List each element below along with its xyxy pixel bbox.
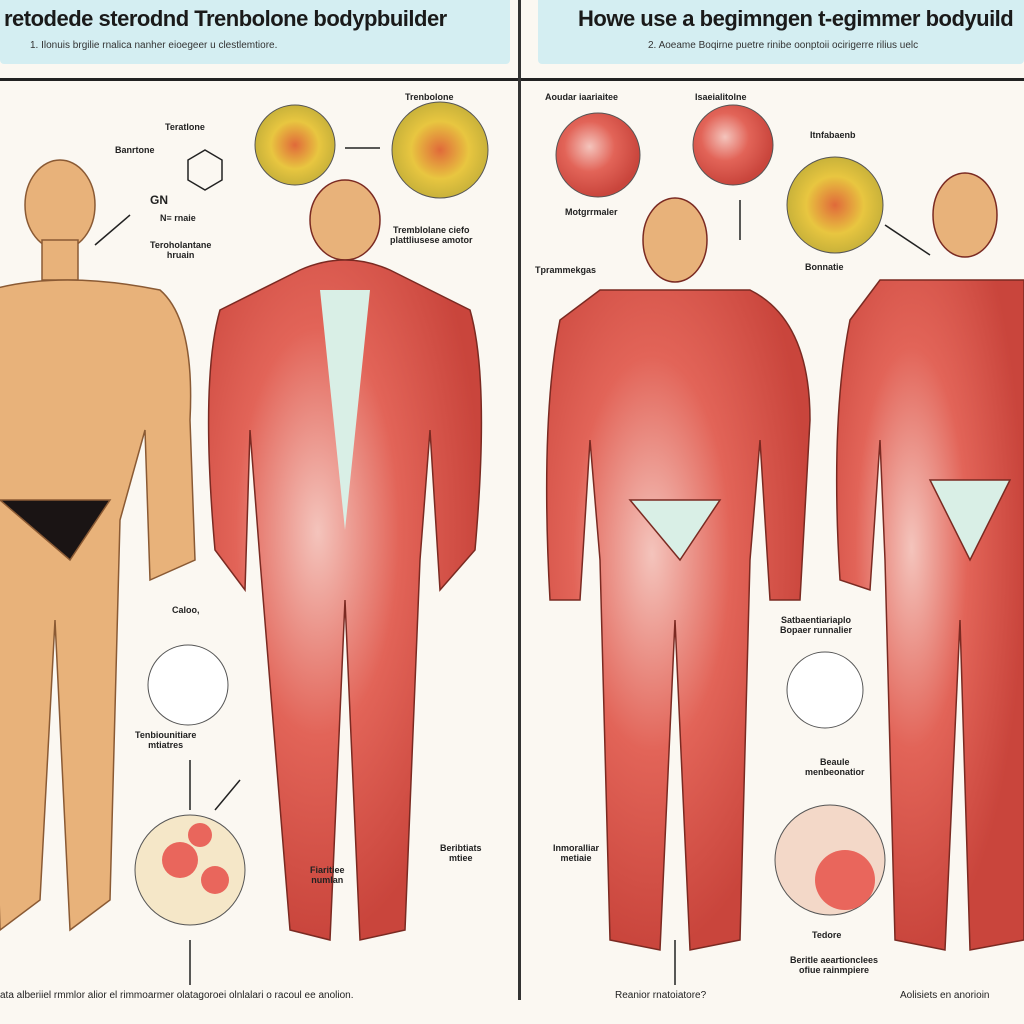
label-teratlone: Teratlone bbox=[165, 122, 205, 132]
label-nmaie: N≡ rnaie bbox=[160, 213, 196, 223]
front-muscle-figure-1 bbox=[545, 197, 811, 951]
figure-inset-circle bbox=[147, 644, 229, 726]
header-divider bbox=[0, 78, 1024, 81]
label-gn: GN bbox=[150, 193, 168, 207]
label-beribtiats: Beribtiats mtiee bbox=[440, 843, 482, 863]
right-subtitle: 2. Aoeame Boqirne puetre rinibe oonptoii… bbox=[648, 40, 919, 51]
benzene-ring-icon bbox=[187, 149, 223, 191]
cell-circle-2 bbox=[391, 101, 489, 199]
label-teroholantane: Teroholantane hruain bbox=[150, 240, 212, 260]
pose-inset-circle bbox=[786, 651, 864, 729]
left-header: retodede sterodnd Trenbolone bodypbuilde… bbox=[0, 0, 510, 64]
cell-circle-1 bbox=[254, 104, 336, 186]
label-itnfabaenb: Itnfabaenb bbox=[810, 130, 856, 140]
right-header: Howe use a begimngen t-egimmer bodyuild … bbox=[538, 0, 1024, 64]
label-reanior: Reanior rnatoiatore? bbox=[615, 990, 707, 1001]
label-tenbiounitiare: Tenbiounitiare mtiatres bbox=[135, 730, 197, 750]
label-tremblolane: Tremblolane ciefo plattliusese amotor bbox=[390, 225, 473, 245]
label-beritle: Beritle aeartionclees ofiue rainmpiere bbox=[790, 955, 879, 975]
label-trenbolone: Trenbolone bbox=[405, 92, 454, 102]
left-title: retodede sterodnd Trenbolone bodypbuilde… bbox=[4, 6, 447, 31]
muscle-circle-1 bbox=[555, 112, 641, 198]
label-caloo: Caloo, bbox=[172, 605, 200, 615]
panel-divider bbox=[518, 0, 521, 1000]
cell-circle-3 bbox=[786, 156, 884, 254]
label-motgrrmaler: Motgrrmaler bbox=[565, 207, 618, 217]
label-beaule: Beaule menbeonatior bbox=[805, 757, 865, 777]
right-title: Howe use a begimngen t-egimmer bodyuild bbox=[578, 6, 1014, 31]
label-aoudar: Aoudar iaariaitee bbox=[545, 92, 619, 102]
label-satbaentiariaplo: Satbaentiariaplo Bopaer runnalier bbox=[780, 615, 853, 635]
muscle-circle-2 bbox=[692, 104, 774, 186]
front-skin-figure bbox=[0, 159, 196, 932]
back-muscle-figure bbox=[207, 179, 483, 941]
label-banrtone: Banrtone bbox=[115, 145, 155, 155]
left-subtitle: 1. Ilonuis brgilie rnalica nanher eioege… bbox=[30, 40, 278, 51]
label-isaeialitolne: Isaeialitolne bbox=[695, 92, 747, 102]
label-inmoralliar: Inmoralliar metiaie bbox=[553, 843, 600, 863]
left-footer: ata alberiiel rmmlor alior el rimmoarmer… bbox=[0, 990, 354, 1001]
cell-blobs bbox=[162, 823, 875, 910]
label-tedore: Tedore bbox=[812, 930, 842, 940]
label-tprammekgas: Tprammekgas bbox=[535, 265, 597, 275]
front-muscle-figure-2 bbox=[835, 172, 1024, 951]
label-bonnatie: Bonnatie bbox=[805, 262, 844, 272]
arrows bbox=[94, 147, 931, 985]
label-aolisiets: Aolisiets en anorioin bbox=[900, 990, 990, 1001]
label-fiaritiee: Fiaritiee numlan bbox=[310, 865, 345, 885]
